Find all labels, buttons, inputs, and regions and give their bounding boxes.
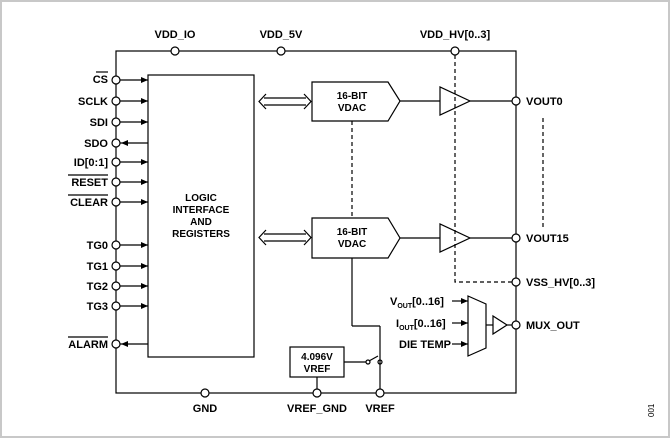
mux-out-label: MUX_OUT: [526, 320, 580, 332]
vref-block: 4.096V VREF: [289, 346, 345, 378]
vss-hv-pin: [511, 277, 521, 287]
pin-tg0: TG0: [87, 240, 148, 252]
vref-gnd-pin: [312, 388, 322, 398]
logic-line3: AND: [190, 217, 212, 228]
tg2-pin: [111, 281, 121, 291]
pin-sdi: SDI: [90, 117, 148, 129]
vdac-bottom: 16-BIT VDAC: [311, 217, 401, 259]
pin-reset: RESET: [68, 174, 148, 189]
logic-block: LOGIC INTERFACE AND REGISTERS: [147, 74, 255, 358]
logic-line2: INTERFACE: [173, 205, 230, 216]
vdac-top-line1: 16-BIT: [337, 91, 368, 102]
gnd-pin: [200, 388, 210, 398]
vdd-hv-label: VDD_HV[0..3]: [420, 29, 491, 41]
reset-label: RESET: [71, 177, 108, 189]
pin-vout0: VOUT0: [511, 96, 563, 108]
mux-buffer: [492, 314, 509, 336]
vref-gnd-label: VREF_GND: [287, 403, 347, 415]
gnd-label: GND: [193, 403, 218, 415]
vdac-top: 16-BIT VDAC: [311, 81, 401, 122]
vdd-io-label: VDD_IO: [155, 29, 196, 41]
pin-mux-out: MUX_OUT: [511, 320, 580, 332]
vref-line1: 4.096V: [301, 352, 333, 363]
vdac-bottom-outline: [311, 217, 401, 259]
pin-cs: CS: [93, 71, 148, 86]
sdi-label: SDI: [90, 117, 108, 129]
vref-pin: [375, 388, 385, 398]
pin-alarm: ALARM: [68, 336, 148, 351]
mux-out-pin: [511, 320, 521, 330]
pin-id: ID[0:1]: [74, 157, 148, 169]
sdo-label: SDO: [84, 138, 108, 150]
clear-label: CLEAR: [70, 197, 108, 209]
logic-block-outline: [147, 74, 255, 358]
mux-input-iout: IOUT[0..16]: [396, 318, 446, 332]
vss-hv-label: VSS_HV[0..3]: [526, 277, 595, 289]
mux-outline: [467, 295, 487, 357]
supply-vref: VREF: [365, 388, 395, 415]
vref-label: VREF: [365, 403, 395, 415]
tg2-label: TG2: [87, 281, 108, 293]
logic-line1: LOGIC: [185, 193, 217, 204]
reset-pin: [111, 177, 121, 187]
supply-vdd-io: VDD_IO: [155, 29, 196, 56]
vdac-top-line2: VDAC: [338, 103, 366, 114]
vdd-5v-label: VDD_5V: [260, 29, 303, 41]
bus-arrow-bottom: [258, 229, 312, 246]
clear-pin: [111, 197, 121, 207]
vref-block-outline: [289, 346, 345, 378]
vdd-hv-pin: [450, 46, 460, 56]
cs-label: CS: [93, 74, 108, 86]
id-pin: [111, 157, 121, 167]
tg0-pin: [111, 240, 121, 250]
sdi-pin: [111, 117, 121, 127]
alarm-pin: [111, 339, 121, 349]
tg1-pin: [111, 261, 121, 271]
cs-pin: [111, 75, 121, 85]
id-label: ID[0:1]: [74, 157, 109, 169]
tg0-label: TG0: [87, 240, 108, 252]
vout0-pin: [511, 96, 521, 106]
pin-tg3: TG3: [87, 301, 148, 313]
sdo-pin: [111, 138, 121, 148]
tg3-pin: [111, 301, 121, 311]
alarm-label: ALARM: [68, 339, 108, 351]
vdac-bottom-line2: VDAC: [338, 239, 366, 250]
pin-tg2: TG2: [87, 281, 148, 293]
vout15-pin: [511, 233, 521, 243]
pin-sclk: SCLK: [78, 96, 148, 108]
figure-number: 001: [647, 403, 656, 417]
vdd-io-pin: [170, 46, 180, 56]
vout15-label: VOUT15: [526, 233, 569, 245]
logic-line4: REGISTERS: [172, 229, 230, 240]
left-pins: CS SCLK SDI SDO ID[0:1]: [68, 71, 148, 351]
vref-switch-arm: [368, 355, 379, 362]
supply-vdd-5v: VDD_5V: [260, 29, 303, 56]
tg1-label: TG1: [87, 261, 108, 273]
mux: VOUT[0..16] IOUT[0..16] DIE TEMP: [390, 295, 512, 357]
vdd-5v-pin: [276, 46, 286, 56]
vdac-bottom-line1: 16-BIT: [337, 227, 368, 238]
pin-tg1: TG1: [87, 261, 148, 273]
pin-clear: CLEAR: [68, 194, 148, 209]
sclk-label: SCLK: [78, 96, 108, 108]
hv-supply-dashed-rail: [454, 55, 512, 283]
tg3-label: TG3: [87, 301, 108, 313]
vdac-top-outline: [311, 81, 401, 122]
supply-vref-gnd: VREF_GND: [287, 388, 347, 415]
bus-arrow-top: [258, 93, 312, 110]
mux-input-vout: VOUT[0..16]: [390, 296, 444, 310]
pin-vout15: VOUT15: [511, 233, 569, 245]
mux-input-die-temp: DIE TEMP: [399, 339, 451, 351]
vref-line2: VREF: [304, 364, 331, 375]
sclk-pin: [111, 96, 121, 106]
pin-sdo: SDO: [84, 138, 148, 150]
supply-gnd: GND: [193, 388, 218, 415]
pin-vss-hv: VSS_HV[0..3]: [511, 277, 595, 289]
vout0-label: VOUT0: [526, 96, 563, 108]
